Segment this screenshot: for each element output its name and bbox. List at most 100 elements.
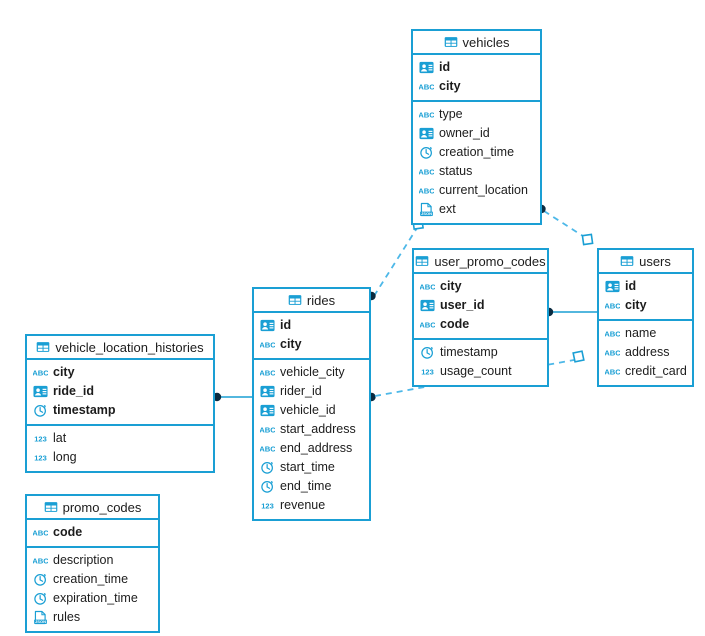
field-name: name [625, 326, 657, 341]
field-name: code [53, 525, 83, 540]
field-row-start_time[interactable]: start_time [254, 458, 369, 477]
number-icon: 123 [420, 364, 435, 379]
field-row-id[interactable]: id [413, 58, 540, 77]
field-row-expiration_time[interactable]: expiration_time [27, 589, 158, 608]
edge-upc-to-vehicles[interactable] [537, 204, 594, 246]
field-name: end_time [280, 479, 332, 494]
clock-icon [33, 591, 48, 606]
field-name: lat [53, 431, 67, 446]
table-icon [620, 254, 634, 268]
field-row-timestamp[interactable]: timestamp [414, 343, 547, 362]
json-icon: JSON [419, 202, 434, 217]
id-card-icon [419, 60, 434, 75]
edge-upc-to-users[interactable] [544, 307, 597, 317]
field-row-owner_id[interactable]: owner_id [413, 124, 540, 143]
svg-text:ABC: ABC [260, 341, 275, 350]
svg-text:ABC: ABC [260, 445, 275, 454]
field-name: id [439, 60, 451, 75]
field-name: start_time [280, 460, 335, 475]
svg-text:123: 123 [34, 453, 47, 462]
abc-icon: ABC [419, 164, 434, 179]
table-header-promo_codes[interactable]: promo_codes [27, 496, 158, 520]
clock-icon [419, 145, 434, 160]
field-name: code [440, 317, 470, 332]
table-title: vehicles [462, 34, 510, 50]
field-row-id[interactable]: id [599, 277, 692, 296]
table-title: user_promo_codes [434, 253, 546, 269]
table-header-vehicles[interactable]: vehicles [413, 31, 540, 55]
field-row-ride_id[interactable]: ride_id [27, 382, 213, 401]
field-row-creation_time[interactable]: creation_time [413, 143, 540, 162]
abc-icon: ABC [420, 279, 435, 294]
field-row-end_time[interactable]: end_time [254, 477, 369, 496]
svg-text:ABC: ABC [605, 349, 620, 358]
field-name: rules [53, 610, 81, 625]
abc-icon: ABC [605, 345, 620, 360]
field-name: vehicle_city [280, 365, 345, 380]
field-row-timestamp[interactable]: timestamp [27, 401, 213, 420]
field-name: start_address [280, 422, 356, 437]
field-row-city[interactable]: ABC city [413, 77, 540, 96]
table-title: promo_codes [62, 499, 142, 515]
field-name: long [53, 450, 77, 465]
id-card-icon [605, 279, 620, 294]
svg-text:ABC: ABC [420, 283, 435, 292]
field-name: city [439, 79, 461, 94]
table-icon [415, 254, 429, 268]
table-icon [36, 340, 50, 354]
svg-text:ABC: ABC [605, 302, 620, 311]
svg-text:ABC: ABC [33, 557, 48, 566]
field-row-code[interactable]: ABC code [414, 315, 547, 334]
field-row-vehicle_id[interactable]: vehicle_id [254, 401, 369, 420]
svg-text:ABC: ABC [605, 368, 620, 377]
abc-icon: ABC [419, 183, 434, 198]
field-name: ride_id [53, 384, 94, 399]
table-header-vehicle_location_histories[interactable]: vehicle_location_histories [27, 336, 213, 360]
svg-text:123: 123 [261, 501, 274, 510]
field-row-long[interactable]: 123 long [27, 448, 213, 467]
field-row-start_address[interactable]: ABC start_address [254, 420, 369, 439]
table-header-user_promo_codes[interactable]: user_promo_codes [414, 250, 547, 274]
field-row-id[interactable]: id [254, 316, 369, 335]
field-row-rider_id[interactable]: rider_id [254, 382, 369, 401]
abc-icon: ABC [419, 79, 434, 94]
field-row-user_id[interactable]: user_id [414, 296, 547, 315]
svg-text:ABC: ABC [419, 83, 434, 92]
table-header-rides[interactable]: rides [254, 289, 369, 313]
svg-text:ABC: ABC [420, 321, 435, 330]
clock-icon [33, 403, 48, 418]
field-row-creation_time[interactable]: creation_time [27, 570, 158, 589]
svg-text:ABC: ABC [260, 426, 275, 435]
table-header-users[interactable]: users [599, 250, 692, 274]
